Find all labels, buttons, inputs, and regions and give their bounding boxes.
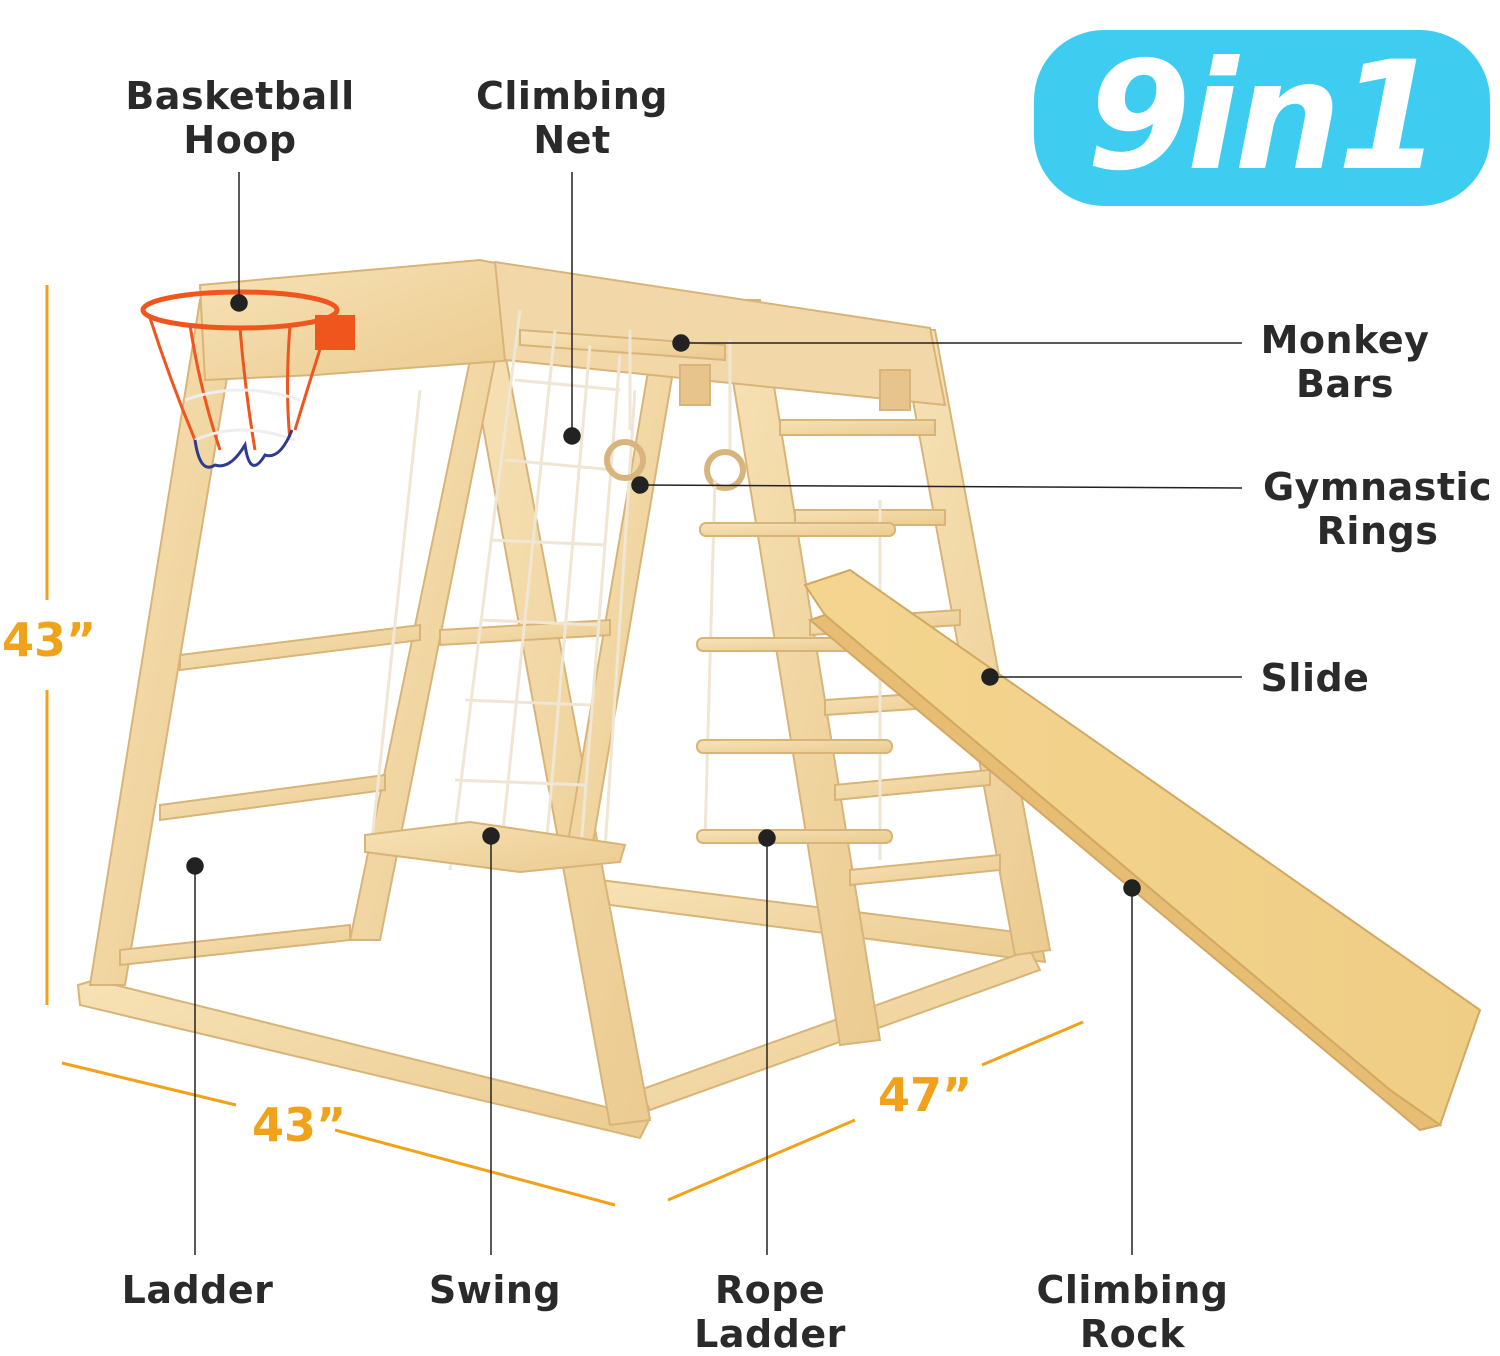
dimension-height: 43” — [2, 613, 97, 667]
slide — [803, 568, 1482, 1132]
label-basketball-hoop: Basketball Hoop — [125, 74, 355, 162]
label-slide: Slide — [1260, 656, 1370, 700]
label-climbing-net: Climbing Net — [475, 74, 668, 162]
label-gymnastic-rings: Gymnastic Rings — [1262, 465, 1493, 553]
nine-in-one-badge: 9in1 — [1028, 22, 1496, 212]
label-climbing-rock: Climbing Rock — [1036, 1268, 1229, 1356]
label-monkey-bars: Monkey Bars — [1260, 318, 1430, 406]
label-rope-ladder: Rope Ladder — [694, 1268, 846, 1356]
climbing-net — [448, 309, 622, 871]
leader-lines — [186, 172, 1243, 1255]
label-ladder: Ladder — [121, 1268, 274, 1312]
badge-text: 9in1 — [1086, 30, 1442, 204]
dimension-depth: 47” — [878, 1068, 973, 1122]
top-platform — [198, 258, 947, 411]
basketball-hoop — [140, 289, 355, 469]
dimension-width: 43” — [252, 1098, 347, 1152]
swing — [364, 389, 637, 874]
label-swing: Swing — [428, 1268, 562, 1312]
dimension-lines — [45, 285, 1084, 1207]
gymnastic-rings — [604, 330, 746, 491]
